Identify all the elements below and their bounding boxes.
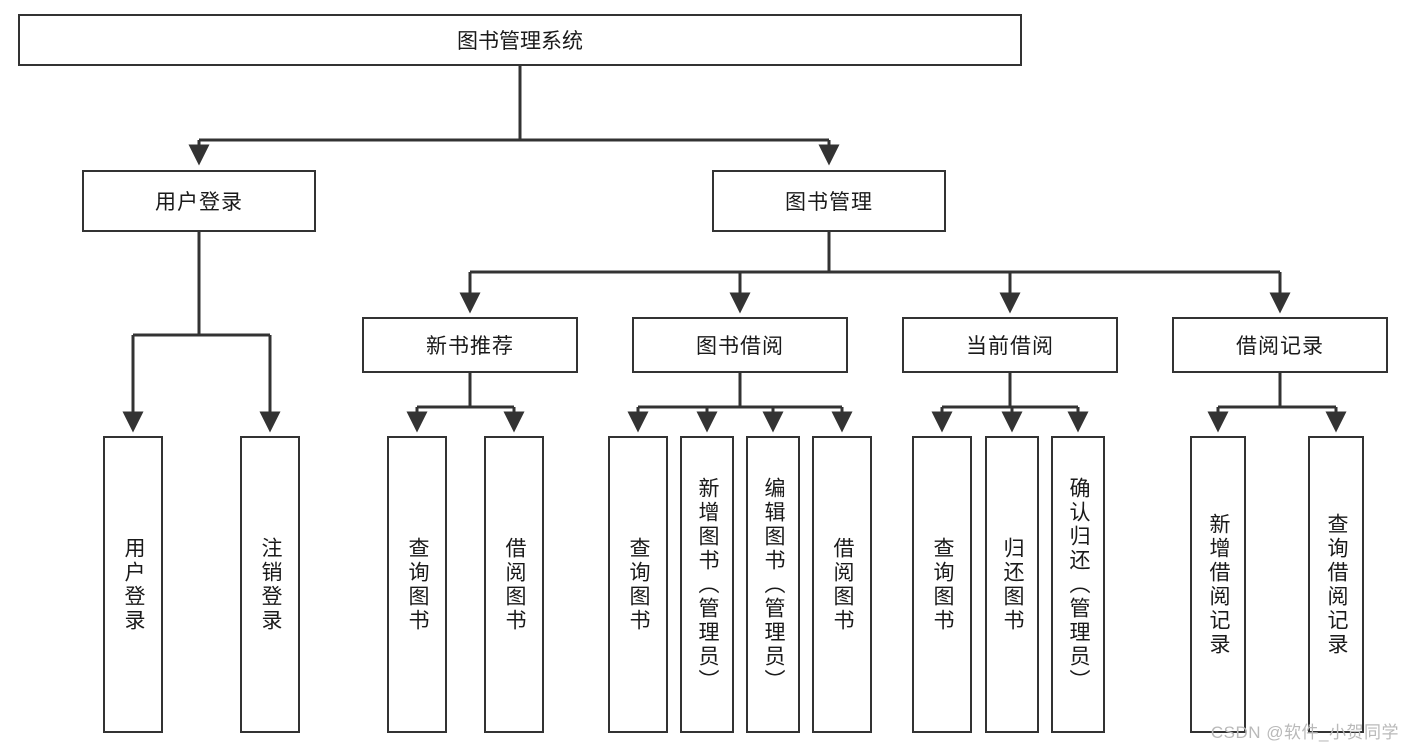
node-new-book-recommend-label: 新书推荐 bbox=[426, 335, 514, 358]
node-leaf-user-login[interactable]: 用户登录 bbox=[103, 436, 163, 733]
node-current-borrow[interactable]: 当前借阅 bbox=[902, 317, 1118, 373]
node-leaf-query-book-1-label: 查询图书 bbox=[406, 536, 430, 633]
node-book-manage-label: 图书管理 bbox=[785, 191, 873, 214]
node-leaf-add-book-label: 新增图书（管理员） bbox=[696, 476, 720, 693]
node-leaf-add-record[interactable]: 新增借阅记录 bbox=[1190, 436, 1246, 733]
node-borrow-record-label: 借阅记录 bbox=[1236, 335, 1324, 358]
node-user-login[interactable]: 用户登录 bbox=[82, 170, 316, 232]
node-leaf-query-book-1[interactable]: 查询图书 bbox=[387, 436, 447, 733]
node-root-label: 图书管理系统 bbox=[457, 30, 583, 53]
node-leaf-query-book-2[interactable]: 查询图书 bbox=[608, 436, 668, 733]
node-current-borrow-label: 当前借阅 bbox=[966, 335, 1054, 358]
node-root[interactable]: 图书管理系统 bbox=[18, 14, 1022, 66]
node-leaf-edit-book[interactable]: 编辑图书（管理员） bbox=[746, 436, 800, 733]
node-leaf-borrow-book-2-label: 借阅图书 bbox=[831, 536, 855, 633]
node-leaf-query-record-label: 查询借阅记录 bbox=[1325, 512, 1349, 657]
node-book-manage[interactable]: 图书管理 bbox=[712, 170, 946, 232]
node-leaf-query-book-3[interactable]: 查询图书 bbox=[912, 436, 972, 733]
node-book-borrow[interactable]: 图书借阅 bbox=[632, 317, 848, 373]
node-leaf-return-book[interactable]: 归还图书 bbox=[985, 436, 1039, 733]
node-leaf-borrow-book-2[interactable]: 借阅图书 bbox=[812, 436, 872, 733]
node-borrow-record[interactable]: 借阅记录 bbox=[1172, 317, 1388, 373]
node-leaf-add-book[interactable]: 新增图书（管理员） bbox=[680, 436, 734, 733]
node-user-login-label: 用户登录 bbox=[155, 191, 243, 214]
node-leaf-logout[interactable]: 注销登录 bbox=[240, 436, 300, 733]
node-leaf-return-book-label: 归还图书 bbox=[1001, 536, 1025, 633]
csdn-watermark: CSDN @软件_小贺同学 bbox=[1210, 723, 1399, 742]
node-leaf-borrow-book-1-label: 借阅图书 bbox=[503, 536, 527, 633]
node-leaf-confirm-return[interactable]: 确认归还（管理员） bbox=[1051, 436, 1105, 733]
node-leaf-query-book-2-label: 查询图书 bbox=[627, 536, 651, 633]
node-leaf-edit-book-label: 编辑图书（管理员） bbox=[762, 476, 786, 693]
node-book-borrow-label: 图书借阅 bbox=[696, 335, 784, 358]
node-leaf-query-record[interactable]: 查询借阅记录 bbox=[1308, 436, 1364, 733]
node-leaf-query-book-3-label: 查询图书 bbox=[931, 536, 955, 633]
node-leaf-confirm-return-label: 确认归还（管理员） bbox=[1067, 476, 1091, 693]
node-leaf-add-record-label: 新增借阅记录 bbox=[1207, 512, 1231, 657]
node-new-book-recommend[interactable]: 新书推荐 bbox=[362, 317, 578, 373]
node-leaf-borrow-book-1[interactable]: 借阅图书 bbox=[484, 436, 544, 733]
node-leaf-user-login-label: 用户登录 bbox=[122, 536, 146, 633]
node-leaf-logout-label: 注销登录 bbox=[259, 536, 283, 633]
